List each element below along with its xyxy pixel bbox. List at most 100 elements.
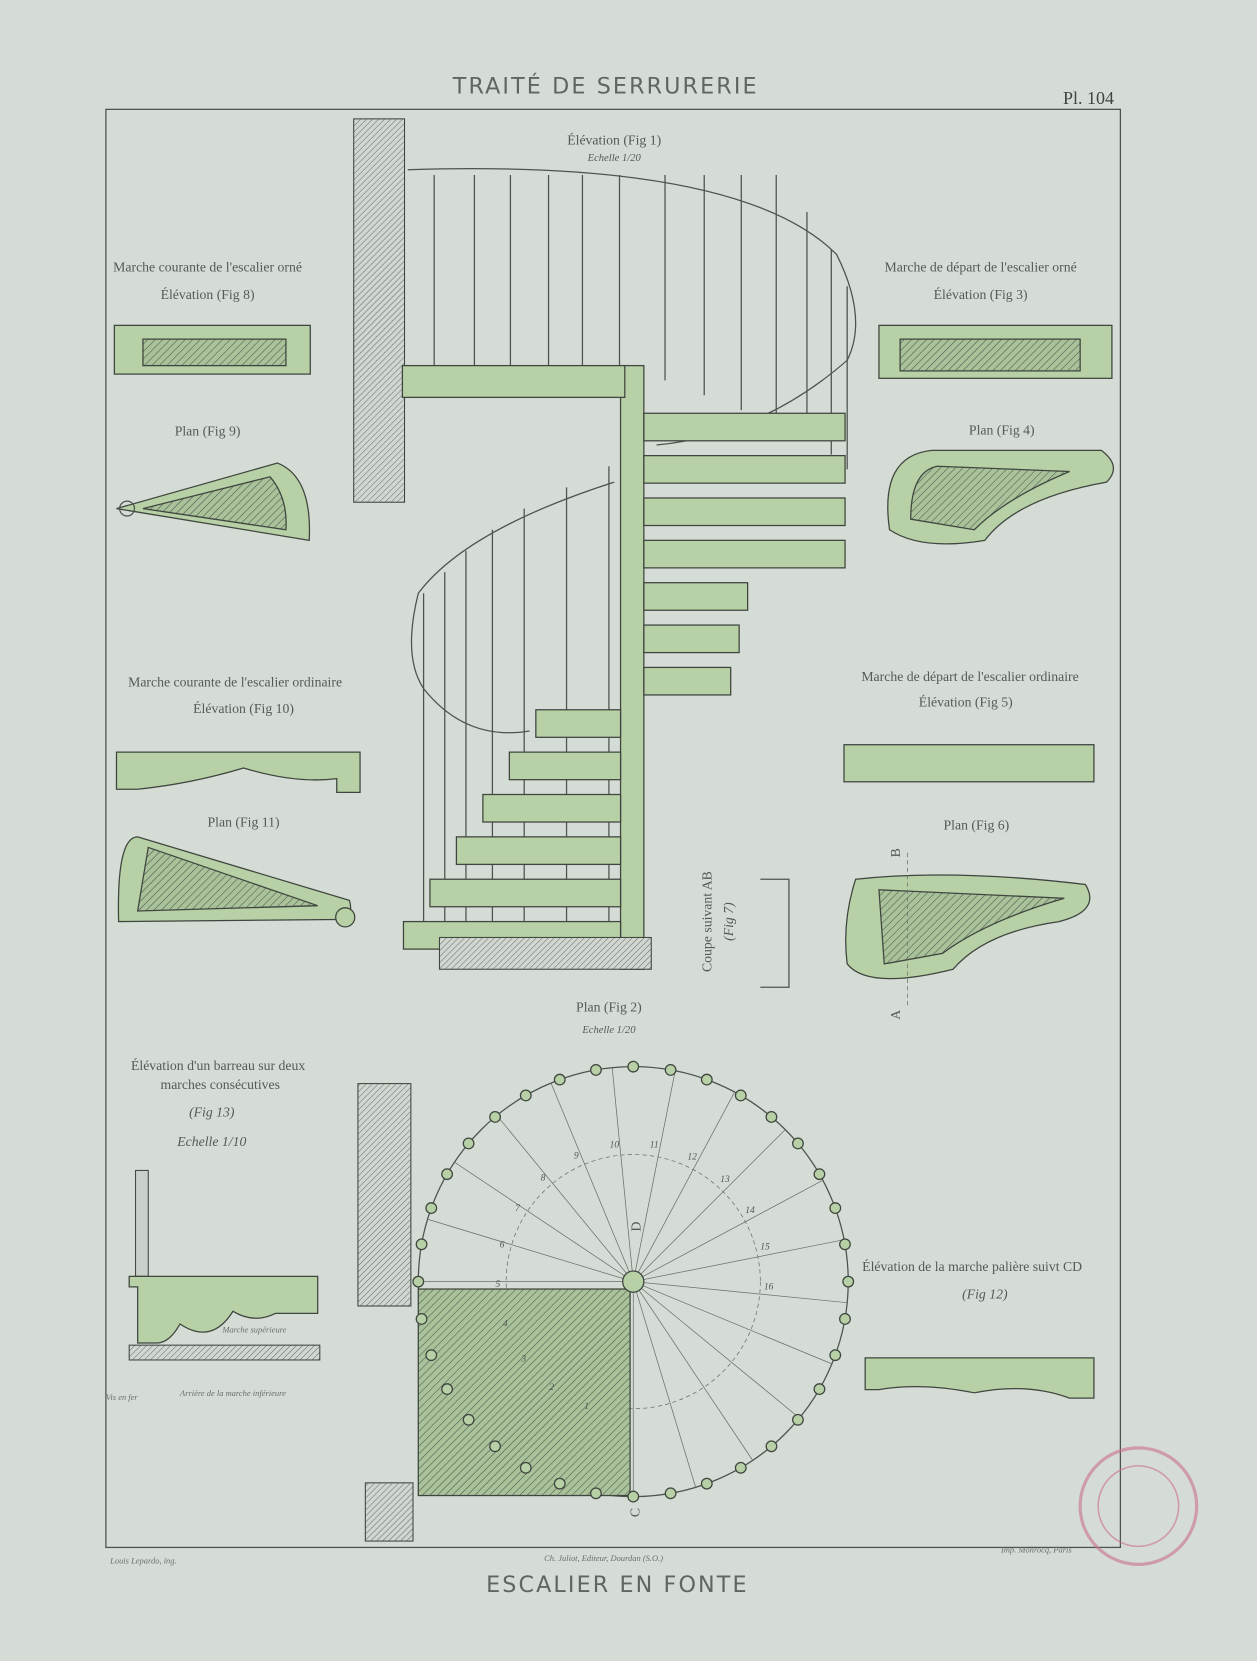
balusters <box>422 174 848 933</box>
footer-engraver: Louis Lepardo, ing. <box>109 1555 177 1565</box>
step-number: 6 <box>500 1241 505 1251</box>
fig5-step-elevation <box>843 744 1095 783</box>
fig2-wall-lower <box>364 1482 414 1542</box>
baluster-dot <box>813 1168 826 1181</box>
fig13-baluster <box>135 1169 149 1277</box>
baluster-dot <box>441 1168 454 1181</box>
baluster-dot <box>553 1073 566 1086</box>
step-number: 3 <box>520 1355 526 1365</box>
step-number: 12 <box>687 1153 697 1163</box>
step-number: 11 <box>650 1141 659 1151</box>
plate-title: TRAITÉ DE SERRURERIE <box>452 71 759 99</box>
step-number: 9 <box>574 1152 579 1162</box>
step-edge <box>633 1281 848 1304</box>
plate-number: Pl. 104 <box>1063 88 1114 108</box>
step-edge <box>632 1281 754 1461</box>
fig13-caption-2: marches consécutives <box>161 1077 281 1092</box>
step-number: 13 <box>720 1175 730 1185</box>
fig7-section <box>760 878 790 988</box>
fig2-point-d: D <box>629 1222 644 1232</box>
footer-publisher: Ch. Juliot, Editeur, Dourdan (S.O.) <box>544 1553 663 1563</box>
step-number: 8 <box>541 1173 546 1183</box>
fig2-walk-line <box>505 1154 761 1410</box>
steps <box>402 412 846 950</box>
plate-subtitle: ESCALIER EN FONTE <box>486 1572 749 1598</box>
footer-printer: Imp. Monrocq, Paris <box>1000 1545 1072 1555</box>
baluster-dot <box>590 1487 602 1500</box>
baluster-dot <box>765 1111 778 1123</box>
baluster-dot <box>839 1313 851 1325</box>
wall-section <box>353 118 406 503</box>
step-number: 16 <box>764 1282 774 1292</box>
baluster-dot <box>462 1413 475 1426</box>
baluster-dot <box>519 1461 532 1474</box>
fig5-title: Élévation (Fig 5) <box>919 694 1013 711</box>
landing-step <box>401 364 626 399</box>
baluster-dot <box>734 1089 747 1102</box>
step-edge <box>632 1281 697 1488</box>
baluster-dot <box>813 1383 826 1396</box>
baluster-dot <box>734 1461 747 1474</box>
fig11-title: Plan (Fig 11) <box>208 814 280 830</box>
step <box>643 454 846 484</box>
baluster-dot <box>765 1440 778 1453</box>
fig9-ornament <box>142 476 287 531</box>
baluster-dot <box>519 1089 532 1102</box>
step <box>455 836 622 866</box>
baluster-dot <box>412 1275 425 1288</box>
fig6-point-a: A <box>888 1010 903 1020</box>
fig6-hatch <box>878 889 1065 965</box>
step-edge <box>427 1218 634 1282</box>
fig13-scale: Echelle 1/10 <box>176 1134 246 1149</box>
fig3-ornament <box>899 338 1081 372</box>
baluster-dot <box>489 1111 502 1123</box>
fig10-title: Élévation (Fig 10) <box>193 700 294 717</box>
step-edge <box>633 1281 833 1365</box>
step-edge <box>550 1082 634 1282</box>
step-edge <box>496 1115 634 1282</box>
fig1-elevation: Élévation (Fig 1) Echelle 1/20 <box>353 118 857 970</box>
baluster-dot <box>700 1477 713 1490</box>
baluster-dot <box>839 1238 851 1251</box>
step <box>535 709 622 738</box>
step-edge <box>632 1091 735 1282</box>
baluster-dot <box>590 1063 602 1076</box>
fig13-upper-step <box>128 1275 319 1344</box>
step <box>643 412 846 442</box>
step <box>508 751 622 781</box>
step-edge <box>611 1067 634 1282</box>
step <box>643 582 749 611</box>
step <box>643 666 732 696</box>
step-number: 2 <box>549 1383 554 1393</box>
fig2-point-c: C <box>628 1508 643 1517</box>
step <box>482 793 622 823</box>
handrail-lower <box>410 481 615 734</box>
baluster-dot <box>700 1073 713 1086</box>
step <box>643 539 846 569</box>
step-number: 10 <box>610 1140 620 1150</box>
fig13-caption-1: Élévation d'un barreau sur deux <box>131 1057 305 1073</box>
fig8-ornament <box>142 338 287 367</box>
step-number: 15 <box>760 1243 770 1253</box>
baluster-dot <box>829 1202 842 1215</box>
baluster-dot <box>553 1477 566 1490</box>
fig2-central-column <box>622 1270 645 1293</box>
step <box>643 497 846 527</box>
step <box>643 624 740 654</box>
fig13-lower-step <box>128 1344 321 1361</box>
fig12-step-elevation <box>864 1357 1095 1399</box>
step-edge <box>454 1161 634 1282</box>
step <box>429 878 622 908</box>
fig9-column-ring <box>119 500 136 517</box>
step-edge <box>633 1239 845 1282</box>
baluster-dot <box>425 1202 438 1215</box>
fig2-title: Plan (Fig 2) <box>576 1000 642 1016</box>
baluster-dot <box>792 1413 804 1426</box>
fig6-title: Plan (Fig 6) <box>944 817 1010 833</box>
fig6-point-b: B <box>888 848 903 857</box>
fig4-title: Plan (Fig 4) <box>969 422 1035 438</box>
baluster-dot <box>792 1137 804 1150</box>
baluster-dot <box>425 1349 438 1362</box>
step-number: 7 <box>515 1204 521 1214</box>
